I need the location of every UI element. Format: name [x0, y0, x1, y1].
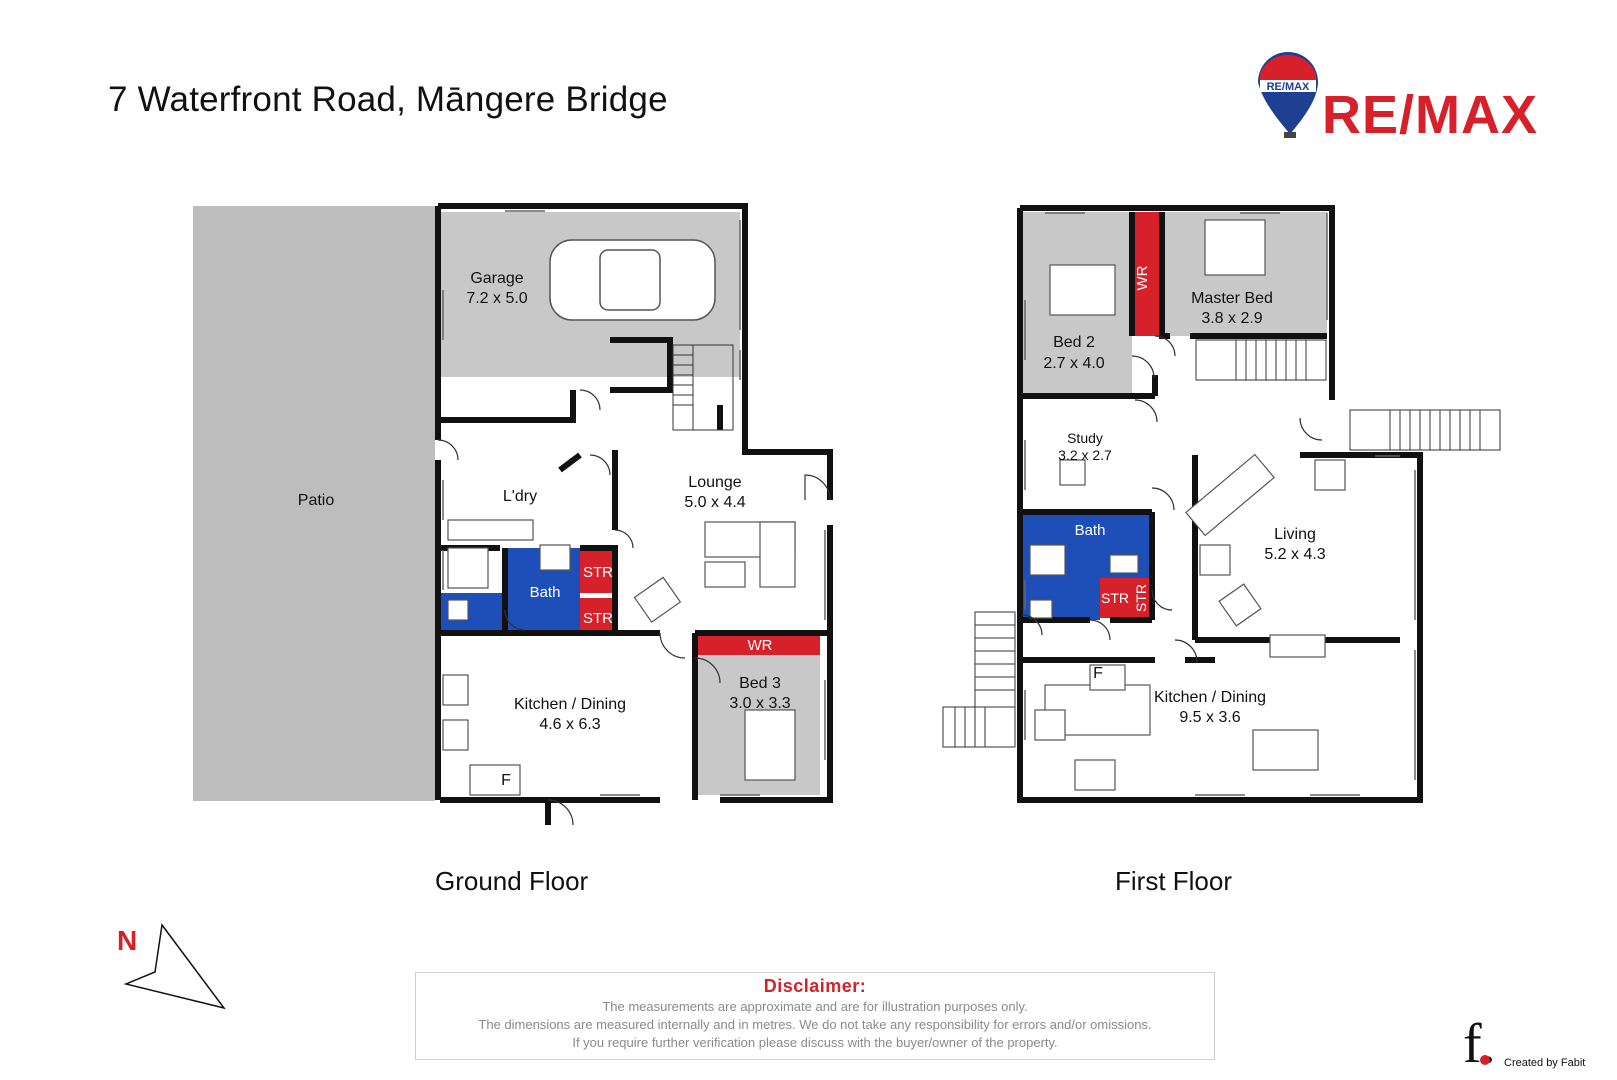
first-str-2 — [1130, 578, 1152, 618]
first-floor-plan: Bed 2 2.7 x 4.0 WR Master Bed 3.8 x 2.9 … — [942, 205, 1501, 803]
ground-wr — [695, 635, 820, 655]
fabit-logo-icon: f. — [1463, 1013, 1496, 1070]
first-kitchen-label: Kitchen / Dining — [1154, 689, 1266, 706]
living-dims: 5.2 x 4.3 — [1264, 546, 1325, 563]
ground-bath-label: Bath — [530, 584, 561, 601]
study-label: Study — [1067, 430, 1103, 446]
brand-name: RE/MAX — [1322, 85, 1539, 145]
ground-fridge-label: F — [501, 772, 511, 789]
laundry-label: L'dry — [503, 488, 537, 505]
first-str-1 — [1100, 578, 1130, 618]
disclaimer-line-2: The dimensions are measured internally a… — [478, 1017, 1152, 1032]
bed2-label: Bed 2 — [1053, 334, 1095, 351]
lounge-dims: 5.0 x 4.4 — [684, 494, 745, 511]
study-dims: 3.2 x 2.7 — [1058, 447, 1112, 463]
disclaimer-box: Disclaimer: The measurements are approxi… — [415, 972, 1215, 1060]
first-bath-label: Bath — [1075, 522, 1106, 539]
page-title: 7 Waterfront Road, Māngere Bridge — [108, 80, 668, 119]
first-kitchen-dims: 9.5 x 3.6 — [1179, 709, 1240, 726]
first-fridge-label: F — [1093, 665, 1103, 682]
ground-floor-label: Ground Floor — [435, 866, 589, 896]
first-floor-label: First Floor — [1115, 866, 1232, 896]
garage-dims: 7.2 x 5.0 — [466, 290, 527, 307]
disclaimer-line-1: The measurements are approximate and are… — [602, 999, 1028, 1014]
patio-label: Patio — [298, 492, 335, 509]
ground-str2-label: STR — [583, 610, 613, 627]
ground-str1-label: STR — [583, 564, 613, 581]
first-wr-label: WR — [1134, 265, 1151, 290]
fabit-credit: Created by Fabit — [1504, 1057, 1586, 1069]
patio-area — [193, 206, 435, 801]
ground-str-1 — [580, 548, 615, 593]
bed2-dims: 2.7 x 4.0 — [1043, 355, 1104, 372]
disclaimer-line-3: If you require further verification plea… — [572, 1035, 1058, 1050]
bed3-dims: 3.0 x 3.3 — [729, 695, 790, 712]
remax-balloon-logo: RE/MAX — [1258, 52, 1318, 138]
lounge-label: Lounge — [688, 474, 741, 491]
ground-wr-label: WR — [748, 637, 773, 654]
balloon-text: RE/MAX — [1267, 81, 1310, 93]
bed3-label: Bed 3 — [739, 675, 781, 692]
master-label: Master Bed — [1191, 290, 1273, 307]
ground-str-2 — [580, 598, 615, 633]
ground-kitchen-label: Kitchen / Dining — [514, 696, 626, 713]
garage-label: Garage — [470, 270, 523, 287]
first-str1-label: STR — [1101, 590, 1129, 606]
compass-n-label: N — [117, 925, 138, 956]
first-str2-label: STR — [1133, 584, 1149, 612]
living-label: Living — [1274, 526, 1316, 543]
ground-floor-plan: Patio Garage 7.2 x 5.0 L'dry Lounge 5.0 … — [193, 203, 833, 826]
north-arrow-icon — [123, 923, 226, 1010]
master-dims: 3.8 x 2.9 — [1201, 310, 1262, 327]
first-wr — [1132, 212, 1162, 336]
svg-text:f.: f. — [1463, 1013, 1496, 1070]
ground-kitchen-dims: 4.6 x 6.3 — [539, 716, 600, 733]
disclaimer-heading: Disclaimer: — [763, 976, 867, 996]
